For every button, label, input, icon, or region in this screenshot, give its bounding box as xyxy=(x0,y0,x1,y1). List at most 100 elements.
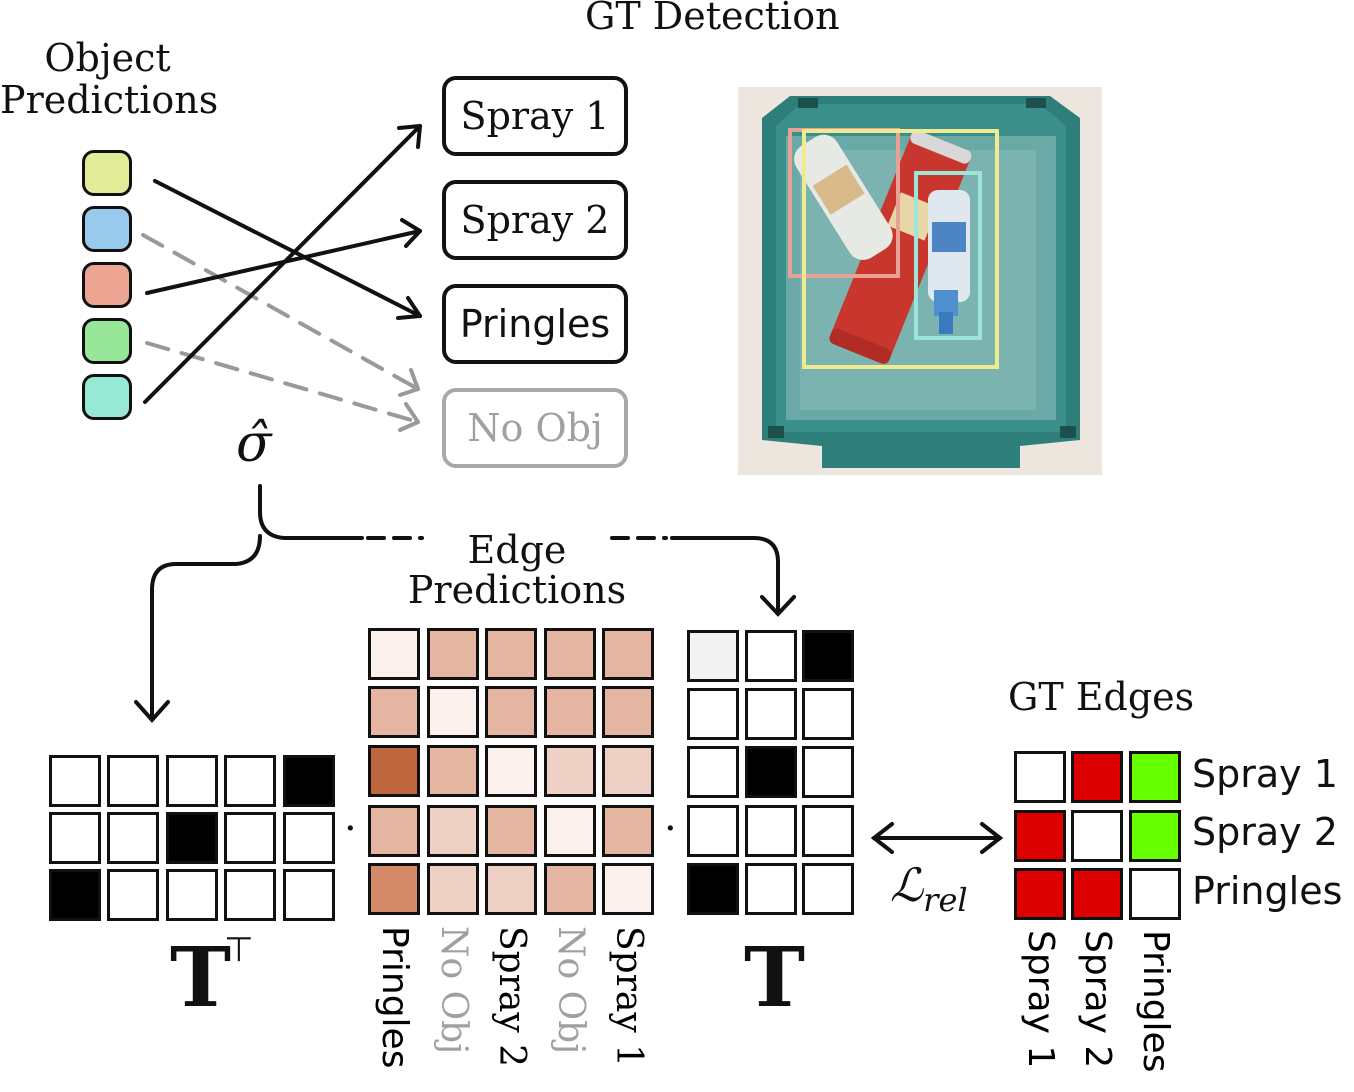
edge-cell-r4-c5 xyxy=(602,805,654,857)
edge-cell-r2-c4 xyxy=(544,686,596,738)
edge-cell-r3-c2 xyxy=(427,745,479,797)
edge-cell-r5-c3 xyxy=(485,863,537,915)
gt-col-label-3: Pringles xyxy=(1135,930,1176,1073)
target-label-pringles: Pringles xyxy=(459,302,611,346)
gt-row-label-1: Spray 1 xyxy=(1192,752,1338,796)
tt-cell-r1-c4 xyxy=(224,755,276,807)
t-cell-r2-c1 xyxy=(687,688,739,740)
t-cell-r1-c2 xyxy=(745,630,797,682)
arrow-pred5-to-spray-1 xyxy=(143,124,422,404)
bbox-spray-2 xyxy=(914,171,982,340)
target-box-pringles: Pringles xyxy=(442,284,628,364)
t-cell-r5-c2 xyxy=(745,863,797,915)
arrowhead-pred2-to-no-object xyxy=(398,368,420,397)
tt-cell-r2-c5 xyxy=(283,812,335,864)
target-box-no-object: No Obj xyxy=(442,388,628,468)
matching-arrows xyxy=(141,124,422,432)
t-label: T xyxy=(744,930,806,1026)
tt-cell-r3-c2 xyxy=(107,869,159,921)
edge-cell-r4-c3 xyxy=(485,805,537,857)
t-cell-r3-c1 xyxy=(687,746,739,798)
tt-cell-r3-c3 xyxy=(166,869,218,921)
arrow-pred1-to-pringles xyxy=(153,179,422,318)
edge-cell-r3-c3 xyxy=(485,745,537,797)
arrowhead-pred3-to-spray-2 xyxy=(400,218,422,248)
tt-cell-r2-c3 xyxy=(166,812,218,864)
object-predictions-title-line2: Predictions xyxy=(0,78,219,122)
edge-col-label-3: Spray 2 xyxy=(491,926,532,1068)
loss-subscript: rel xyxy=(923,881,968,919)
edge-cell-r5-c4 xyxy=(544,863,596,915)
t-cell-r4-c3 xyxy=(802,805,854,857)
t-cell-r1-c1 xyxy=(687,630,739,682)
object-prediction-1 xyxy=(82,150,132,196)
edge-col-label-4: No Obj xyxy=(550,926,591,1055)
arrowhead-pred4-to-no-object xyxy=(398,402,420,432)
gt-row-label-3: Pringles xyxy=(1192,869,1343,913)
gt-cell-r2-c1 xyxy=(1014,810,1066,862)
gt-cell-r2-c2 xyxy=(1071,810,1123,862)
edge-cell-r1-c5 xyxy=(602,628,654,680)
edge-cell-r1-c3 xyxy=(485,628,537,680)
connector-left xyxy=(150,534,262,720)
edge-cell-r3-c1 xyxy=(368,745,420,797)
bbox-pringles xyxy=(802,129,999,369)
edge-col-label-2: No Obj xyxy=(433,926,474,1055)
gt-cell-r1-c3 xyxy=(1129,751,1181,803)
transpose-superscript: ⊤ xyxy=(224,930,254,970)
gt-detection-title: GT Detection xyxy=(585,0,840,38)
object-prediction-5 xyxy=(82,374,132,420)
edge-predictions-title-line2: Predictions xyxy=(407,568,627,612)
target-box-spray-2: Spray 2 xyxy=(442,180,628,260)
gt-cell-r2-c3 xyxy=(1129,810,1181,862)
tt-cell-r3-c4 xyxy=(224,869,276,921)
gt-row-label-2: Spray 2 xyxy=(1192,810,1338,854)
arrowhead-pred5-to-spray-1 xyxy=(397,124,422,149)
tt-cell-r2-c4 xyxy=(224,812,276,864)
t-cell-r3-c3 xyxy=(802,746,854,798)
tt-cell-r2-c2 xyxy=(107,812,159,864)
gt-col-label-2: Spray 2 xyxy=(1077,930,1118,1069)
object-prediction-4 xyxy=(82,318,132,364)
edge-predictions-title-line1: Edge xyxy=(467,528,567,572)
dot-operator-1: · xyxy=(344,806,357,852)
edge-cell-r5-c1 xyxy=(368,863,420,915)
target-label-spray-1: Spray 1 xyxy=(460,94,610,138)
arrowhead-to-T-transpose xyxy=(134,700,170,724)
edge-cell-r3-c5 xyxy=(602,745,654,797)
brace-stem xyxy=(258,484,364,540)
object-predictions-title-line1: Object xyxy=(44,36,171,80)
gt-col-label-1: Spray 1 xyxy=(1020,930,1061,1069)
edge-cell-r4-c2 xyxy=(427,805,479,857)
tt-cell-r2-c1 xyxy=(49,812,101,864)
edge-cell-r5-c2 xyxy=(427,863,479,915)
edge-cell-r2-c5 xyxy=(602,686,654,738)
t-cell-r5-c1 xyxy=(687,863,739,915)
tt-cell-r1-c2 xyxy=(107,755,159,807)
target-box-spray-1: Spray 1 xyxy=(442,76,628,156)
gt-cell-r1-c2 xyxy=(1071,751,1123,803)
arrow-pred2-to-no-object xyxy=(141,233,420,391)
gt-cell-r3-c1 xyxy=(1014,868,1066,920)
t-cell-r1-c3 xyxy=(802,630,854,682)
edge-cell-r4-c1 xyxy=(368,805,420,857)
arrowhead-pred1-to-pringles xyxy=(396,296,422,320)
edge-col-label-1: Pringles xyxy=(374,926,415,1069)
t-cell-r4-c2 xyxy=(745,805,797,857)
loss-letter: ℒ xyxy=(890,858,924,912)
target-label-no-object: No Obj xyxy=(467,406,603,450)
t-cell-r3-c2 xyxy=(745,746,797,798)
gt-edges-title: GT Edges xyxy=(1008,675,1195,719)
target-label-spray-2: Spray 2 xyxy=(460,198,610,242)
edge-col-label-5: Spray 1 xyxy=(608,926,649,1068)
tt-cell-r3-c5 xyxy=(283,869,335,921)
gt-cell-r1-c1 xyxy=(1014,751,1066,803)
t-cell-r4-c1 xyxy=(687,805,739,857)
t-cell-r2-c3 xyxy=(802,688,854,740)
edge-cell-r2-c3 xyxy=(485,686,537,738)
edge-cell-r4-c4 xyxy=(544,805,596,857)
tt-cell-r1-c1 xyxy=(49,755,101,807)
loss-double-arrow xyxy=(870,822,1004,854)
